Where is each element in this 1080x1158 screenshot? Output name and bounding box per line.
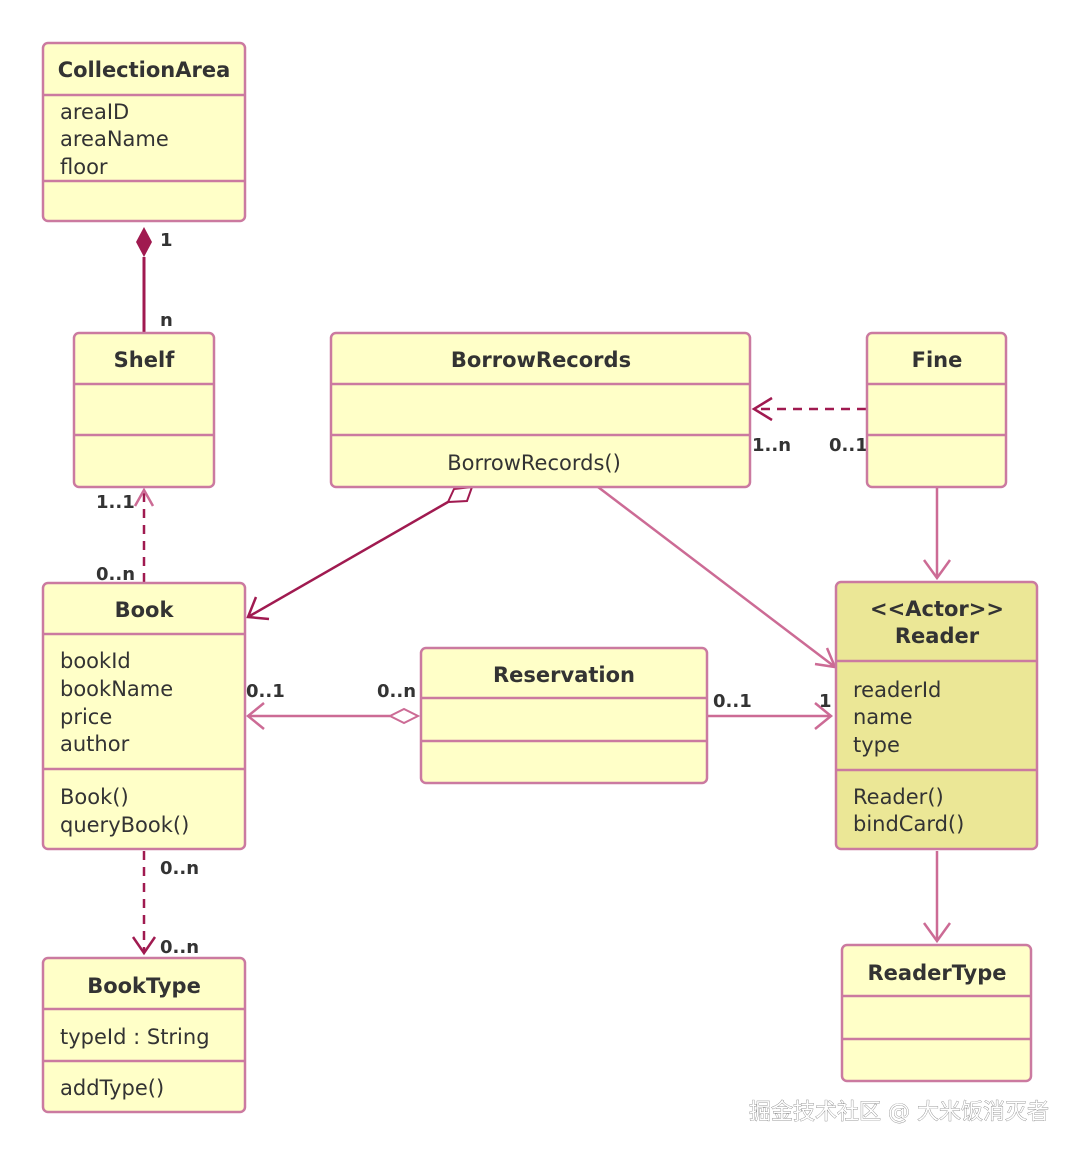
operation: Book() bbox=[60, 785, 129, 809]
class-name: Book bbox=[115, 598, 175, 622]
attribute: readerId bbox=[853, 678, 941, 702]
class-booktype[interactable]: BookType typeId : String addType() bbox=[41, 956, 247, 1114]
aggregation-diamond-borrowrecords bbox=[446, 485, 474, 504]
mult-shelf-n: n bbox=[160, 310, 173, 331]
class-reader[interactable]: <<Actor>> Reader readerId name type Read… bbox=[834, 580, 1039, 851]
class-box bbox=[41, 41, 247, 223]
mult-fine-0..1: 0..1 bbox=[829, 435, 868, 456]
attribute: areaName bbox=[60, 127, 169, 151]
mult-reader-1: 1 bbox=[819, 691, 832, 712]
attribute: typeId : String bbox=[60, 1025, 210, 1049]
operation: bindCard() bbox=[853, 812, 964, 836]
attribute: floor bbox=[60, 155, 108, 179]
association-arrowhead-reader-2 bbox=[922, 559, 952, 581]
mult-booktype-0..n: 0..n bbox=[160, 937, 199, 958]
class-name: CollectionArea bbox=[58, 58, 231, 82]
class-name: Reservation bbox=[493, 663, 635, 687]
association-arrowhead-reader-3 bbox=[814, 702, 833, 730]
class-box bbox=[419, 646, 709, 785]
class-box bbox=[329, 331, 752, 489]
mult-book-0..n-bottom: 0..n bbox=[160, 858, 199, 879]
class-name: Reader bbox=[895, 624, 980, 648]
class-box bbox=[840, 943, 1033, 1083]
class-collectionarea[interactable]: CollectionArea areaID areaName floor bbox=[41, 41, 247, 223]
mult-reservation-0..n: 0..n bbox=[377, 681, 416, 702]
dependency-arrowhead-booktype bbox=[131, 936, 157, 956]
class-name: BookType bbox=[87, 974, 201, 998]
mult-collectionarea-1: 1 bbox=[160, 230, 173, 251]
attribute: name bbox=[853, 705, 913, 729]
class-borrowrecords[interactable]: BorrowRecords BorrowRecords() bbox=[329, 331, 752, 489]
class-reservation[interactable]: Reservation bbox=[419, 646, 709, 785]
aggregation-diamond-reservation bbox=[387, 707, 421, 725]
attribute: bookId bbox=[60, 649, 131, 673]
class-box bbox=[41, 956, 247, 1114]
class-book[interactable]: Book bookId bookName price author Book()… bbox=[41, 581, 247, 851]
attribute: bookName bbox=[60, 677, 173, 701]
composition-diamond bbox=[136, 227, 152, 257]
mult-reservation-0..1: 0..1 bbox=[713, 691, 752, 712]
class-name: ReaderType bbox=[867, 961, 1006, 985]
mult-borrowrecords-1..n: 1..n bbox=[752, 435, 791, 456]
mult-book-0..n-top: 0..n bbox=[96, 564, 135, 585]
aggregation-line-borrowrecords-book bbox=[247, 500, 449, 619]
attribute: areaID bbox=[60, 100, 129, 124]
dependency-arrowhead-shelf bbox=[133, 487, 155, 507]
class-name: BorrowRecords bbox=[451, 348, 631, 372]
association-line-borrowrecords-reader bbox=[597, 486, 836, 668]
attribute: author bbox=[60, 732, 130, 756]
class-box bbox=[41, 581, 247, 851]
attribute: price bbox=[60, 705, 112, 729]
watermark-text: 掘金技术社区 @ 大米饭消灭者 bbox=[749, 1100, 1049, 1125]
attribute: type bbox=[853, 733, 900, 757]
mult-shelf-1..1: 1..1 bbox=[96, 492, 135, 513]
operation: BorrowRecords() bbox=[447, 451, 621, 475]
relationship-lines bbox=[131, 227, 952, 956]
operation: Reader() bbox=[853, 785, 944, 809]
aggregation-arrowhead-book-2 bbox=[246, 702, 265, 730]
class-name: Fine bbox=[912, 348, 963, 372]
class-box bbox=[834, 580, 1039, 851]
multiplicity-labels: 1 n 1..1 0..n 1..n 0..1 0..1 0..n 0..1 1… bbox=[96, 230, 868, 958]
operation: queryBook() bbox=[60, 813, 189, 837]
class-stereotype: <<Actor>> bbox=[870, 597, 1004, 621]
aggregation-arrowhead-book bbox=[246, 596, 270, 621]
class-readertype[interactable]: ReaderType bbox=[840, 943, 1033, 1083]
association-arrowhead-readertype bbox=[922, 922, 952, 944]
class-fine[interactable]: Fine bbox=[865, 331, 1008, 489]
dependency-arrowhead-borrowrecords bbox=[751, 396, 773, 422]
mult-book-0..1: 0..1 bbox=[246, 681, 285, 702]
class-name: Shelf bbox=[114, 348, 176, 372]
class-box bbox=[72, 331, 216, 489]
class-box bbox=[865, 331, 1008, 489]
operation: addType() bbox=[60, 1076, 164, 1100]
class-shelf[interactable]: Shelf bbox=[72, 331, 216, 489]
